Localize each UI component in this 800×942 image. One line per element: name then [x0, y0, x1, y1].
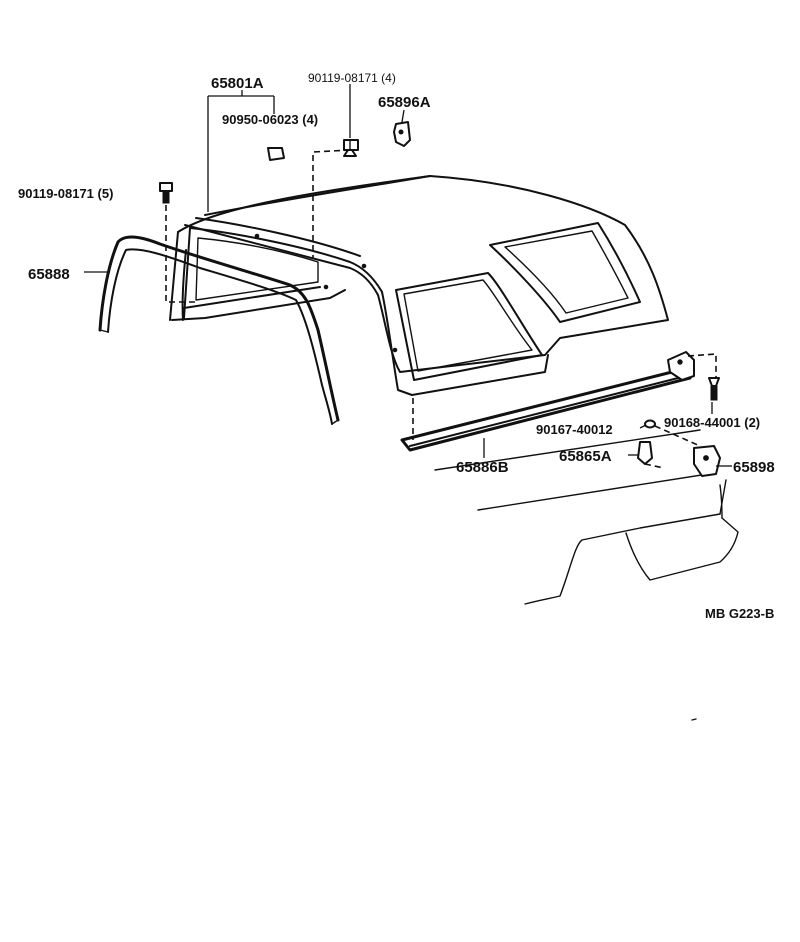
- label-side-molding: 65886B: [456, 459, 509, 476]
- label-diagram-code: MB G223-B: [705, 606, 774, 621]
- label-nut-top: 90119-08171 (4): [308, 71, 396, 85]
- bracket-top-part: [393, 121, 411, 147]
- label-front-molding: 65888: [28, 266, 70, 283]
- nut-top-part: [343, 139, 359, 157]
- truck-bed-outline: [434, 429, 739, 605]
- front-molding-part: [98, 235, 340, 425]
- label-clip: 65865A: [559, 448, 612, 465]
- hardtop-canopy: [169, 175, 669, 396]
- label-bolt-left: 90119-08171 (5): [18, 186, 113, 201]
- bolt-left-part: [159, 182, 173, 204]
- label-screw-right: 90168-44001 (2): [664, 415, 760, 430]
- label-washer: 90167-40012: [536, 422, 613, 437]
- clip-part: [637, 441, 653, 465]
- label-hardtop: 65801A: [211, 75, 264, 92]
- label-bracket-top: 65896A: [378, 94, 431, 111]
- side-molding-part: [400, 351, 695, 452]
- grommet-part: [267, 147, 285, 161]
- washer-part: [644, 419, 656, 429]
- leader-lines: [84, 84, 732, 467]
- screw-right-part: [708, 377, 720, 401]
- stray-mark: [691, 718, 697, 721]
- label-grommet: 90950-06023 (4): [222, 112, 318, 127]
- bracket-right-part: [693, 445, 721, 477]
- label-bracket-right: 65898: [733, 459, 775, 476]
- dashed-reference-lines: [165, 149, 717, 469]
